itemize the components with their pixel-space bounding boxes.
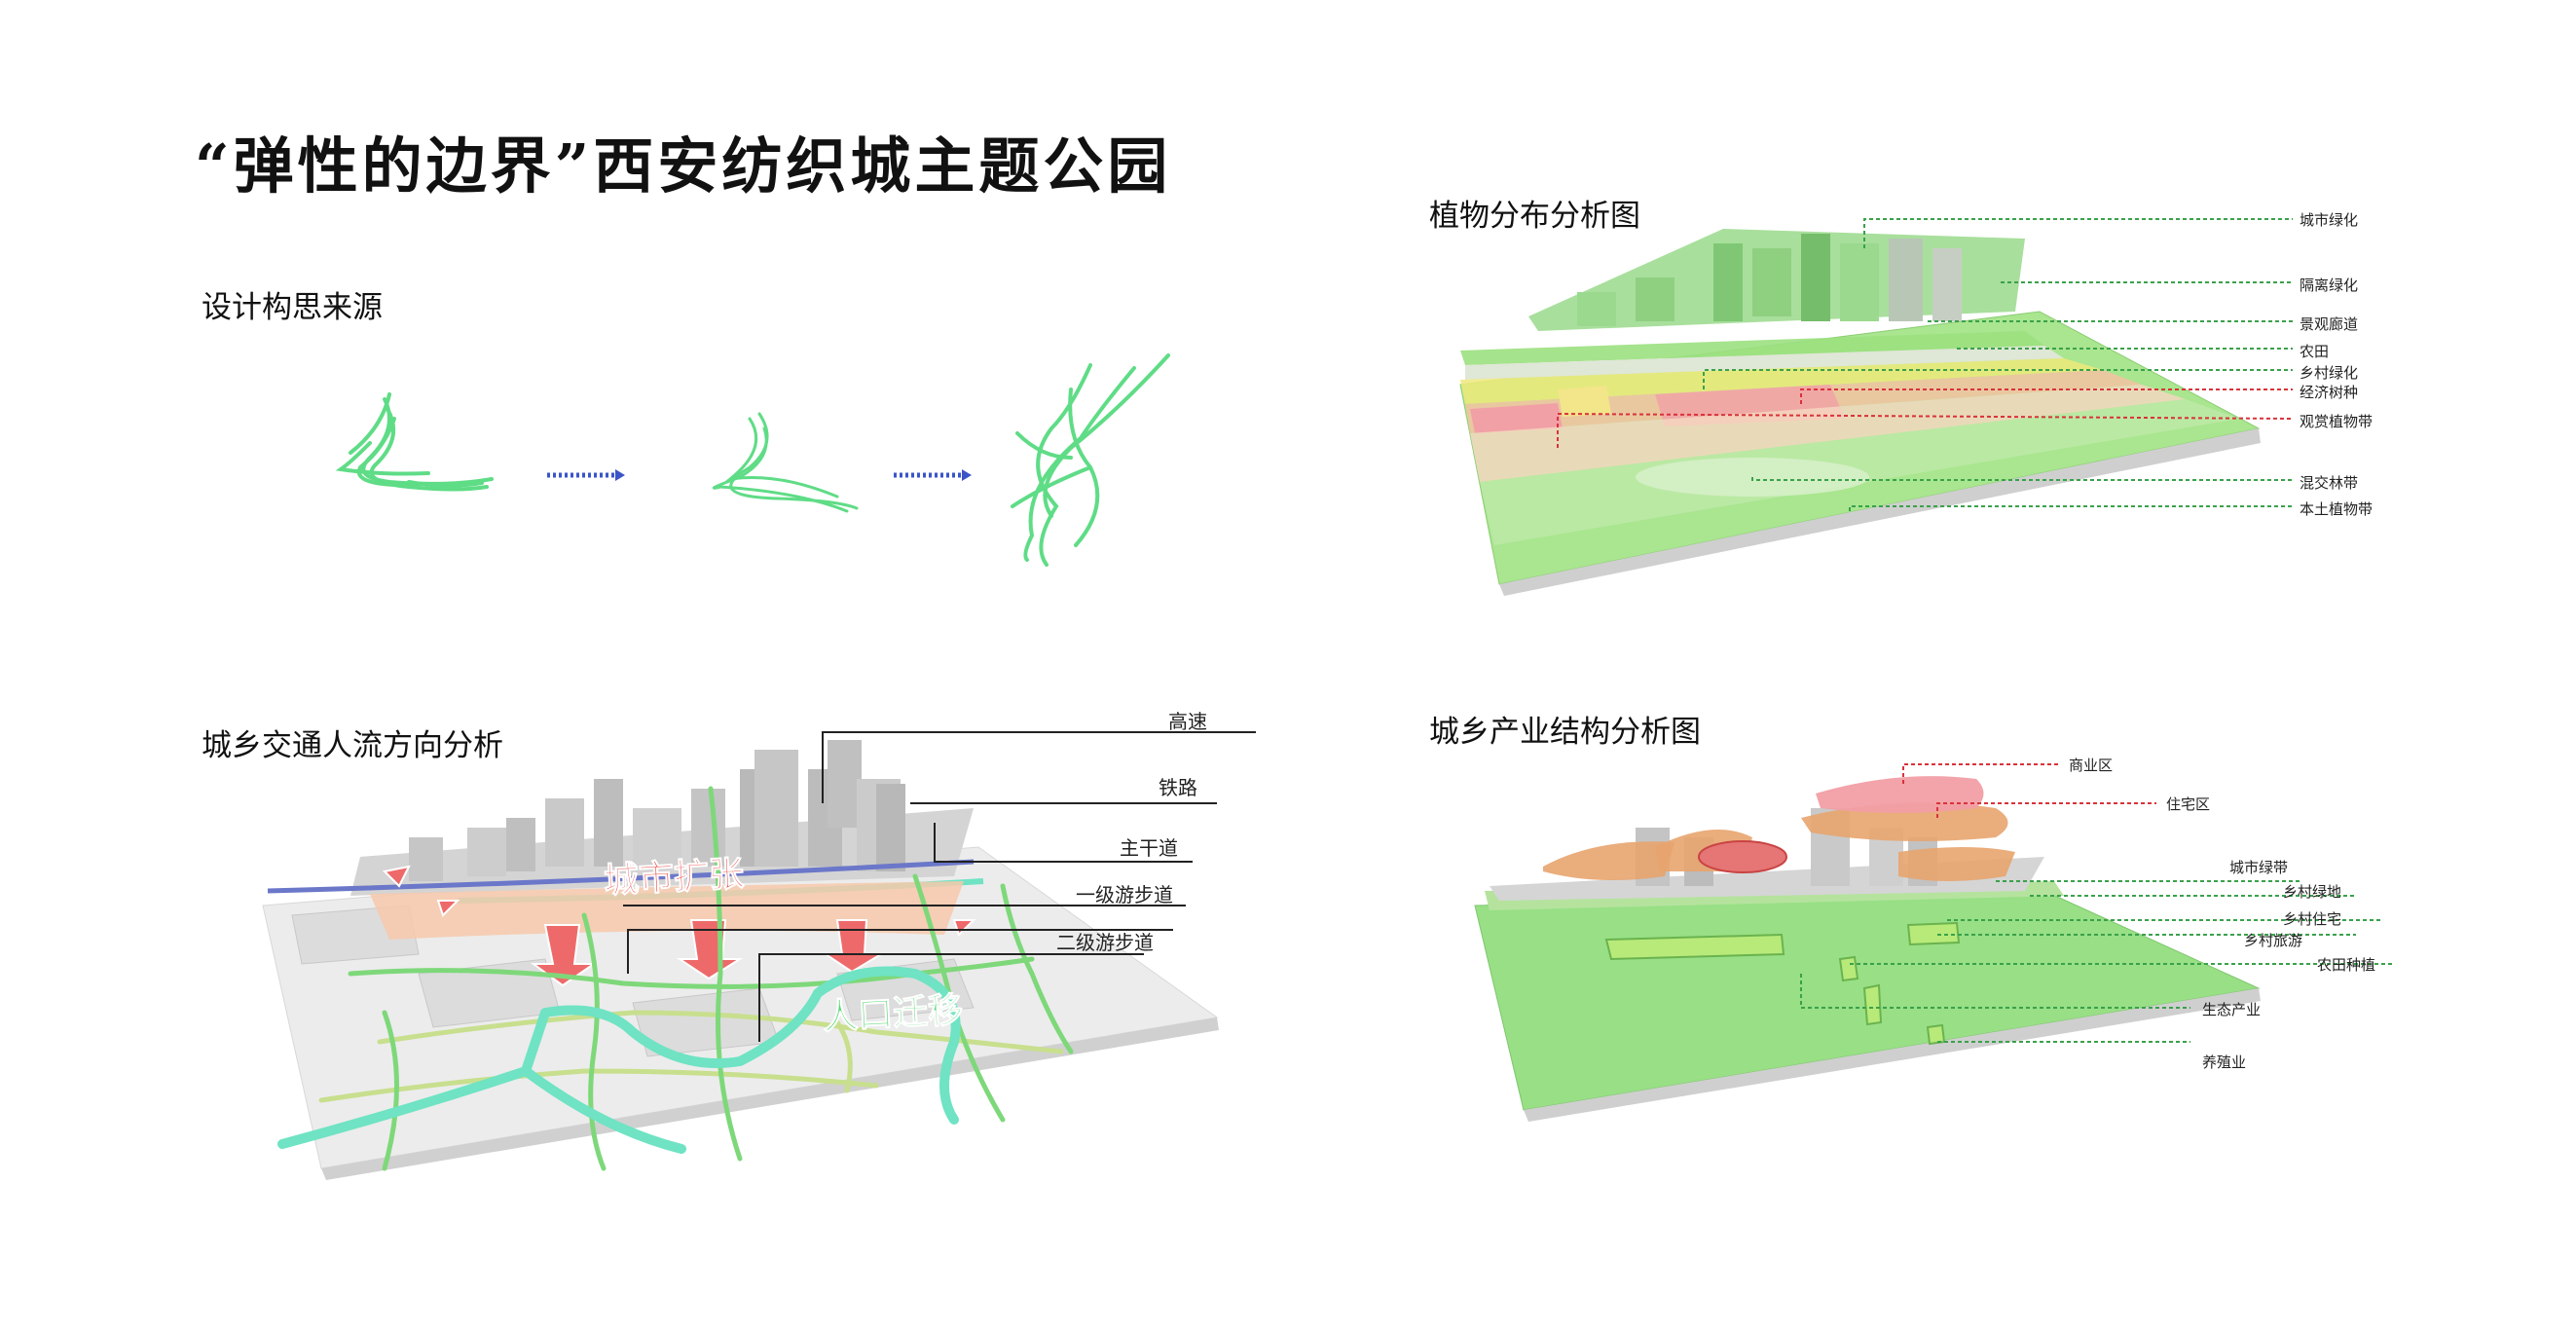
- plant-leader-lines: [1557, 218, 2294, 511]
- label-urban-greening: 城市绿化: [2300, 211, 2359, 229]
- concept-sketch-2: [712, 412, 859, 513]
- label-aquaculture: 养殖业: [2202, 1054, 2247, 1071]
- label-population-migration: 人口迁移: [822, 990, 965, 1038]
- label-ecological-industry: 生态产业: [2202, 1001, 2262, 1018]
- plant-strip-farmland: [1460, 358, 2103, 404]
- plant-strip-ornamental: [1470, 385, 2186, 482]
- concept-sketch-1: [335, 392, 494, 492]
- label-primary-path: 一级游步道: [1076, 883, 1173, 906]
- plant-city-buildings: [1528, 229, 2025, 331]
- industry-leader-lines: [1800, 763, 2395, 1043]
- concept-arrow-2: [894, 469, 972, 481]
- industry-canopies: [1543, 776, 2015, 881]
- label-rural-greening: 乡村绿化: [2300, 364, 2359, 382]
- label-ornamental-belt: 观赏植物带: [2300, 413, 2374, 430]
- plant-strip-economic: [1465, 370, 2142, 433]
- label-highway: 高速: [1168, 710, 1207, 733]
- concept-sketch-3: [1011, 353, 1170, 567]
- label-native-plants: 本土植物带: [2300, 500, 2374, 518]
- label-commercial-zone: 商业区: [2069, 757, 2114, 774]
- concept-arrow-1: [547, 469, 625, 481]
- label-residential-zone: 住宅区: [2166, 795, 2211, 813]
- label-rural-greenland: 乡村绿地: [2283, 883, 2342, 901]
- label-economic-trees: 经济树种: [2300, 384, 2359, 401]
- industry-city-buildings: [1490, 808, 2044, 901]
- label-rural-housing: 乡村住宅: [2283, 910, 2342, 928]
- label-urban-greenbelt: 城市绿带: [2229, 859, 2289, 876]
- label-mixed-forest: 混交林带: [2300, 474, 2359, 492]
- page-title: “弹性的边界”西安纺织城主题公园: [195, 130, 1172, 202]
- section-title-plants: 植物分布分析图: [1429, 199, 1640, 234]
- label-rural-tourism: 乡村旅游: [2244, 932, 2303, 949]
- label-farm-planting: 农田种植: [2317, 956, 2376, 974]
- label-secondary-path: 二级游步道: [1056, 931, 1154, 954]
- label-city-expansion: 城市扩张: [603, 854, 746, 902]
- section-title-traffic: 城乡交通人流方向分析: [202, 728, 503, 763]
- section-title-concept: 设计构思来源: [202, 290, 383, 325]
- label-farmland: 农田: [2300, 343, 2330, 360]
- label-railway: 铁路: [1159, 776, 1197, 799]
- plant-strip-mixed-forest: [1480, 399, 2239, 545]
- label-landscape-corridor: 景观廊道: [2300, 315, 2359, 333]
- section-title-industry: 城乡产业结构分析图: [1429, 715, 1701, 750]
- plant-base-slab: [1459, 311, 2261, 585]
- label-isolation-greening: 隔离绿化: [2300, 277, 2359, 294]
- industry-base-plane: [1474, 890, 2261, 1111]
- label-main-road: 主干道: [1120, 836, 1178, 860]
- main-roads: [318, 786, 1074, 1171]
